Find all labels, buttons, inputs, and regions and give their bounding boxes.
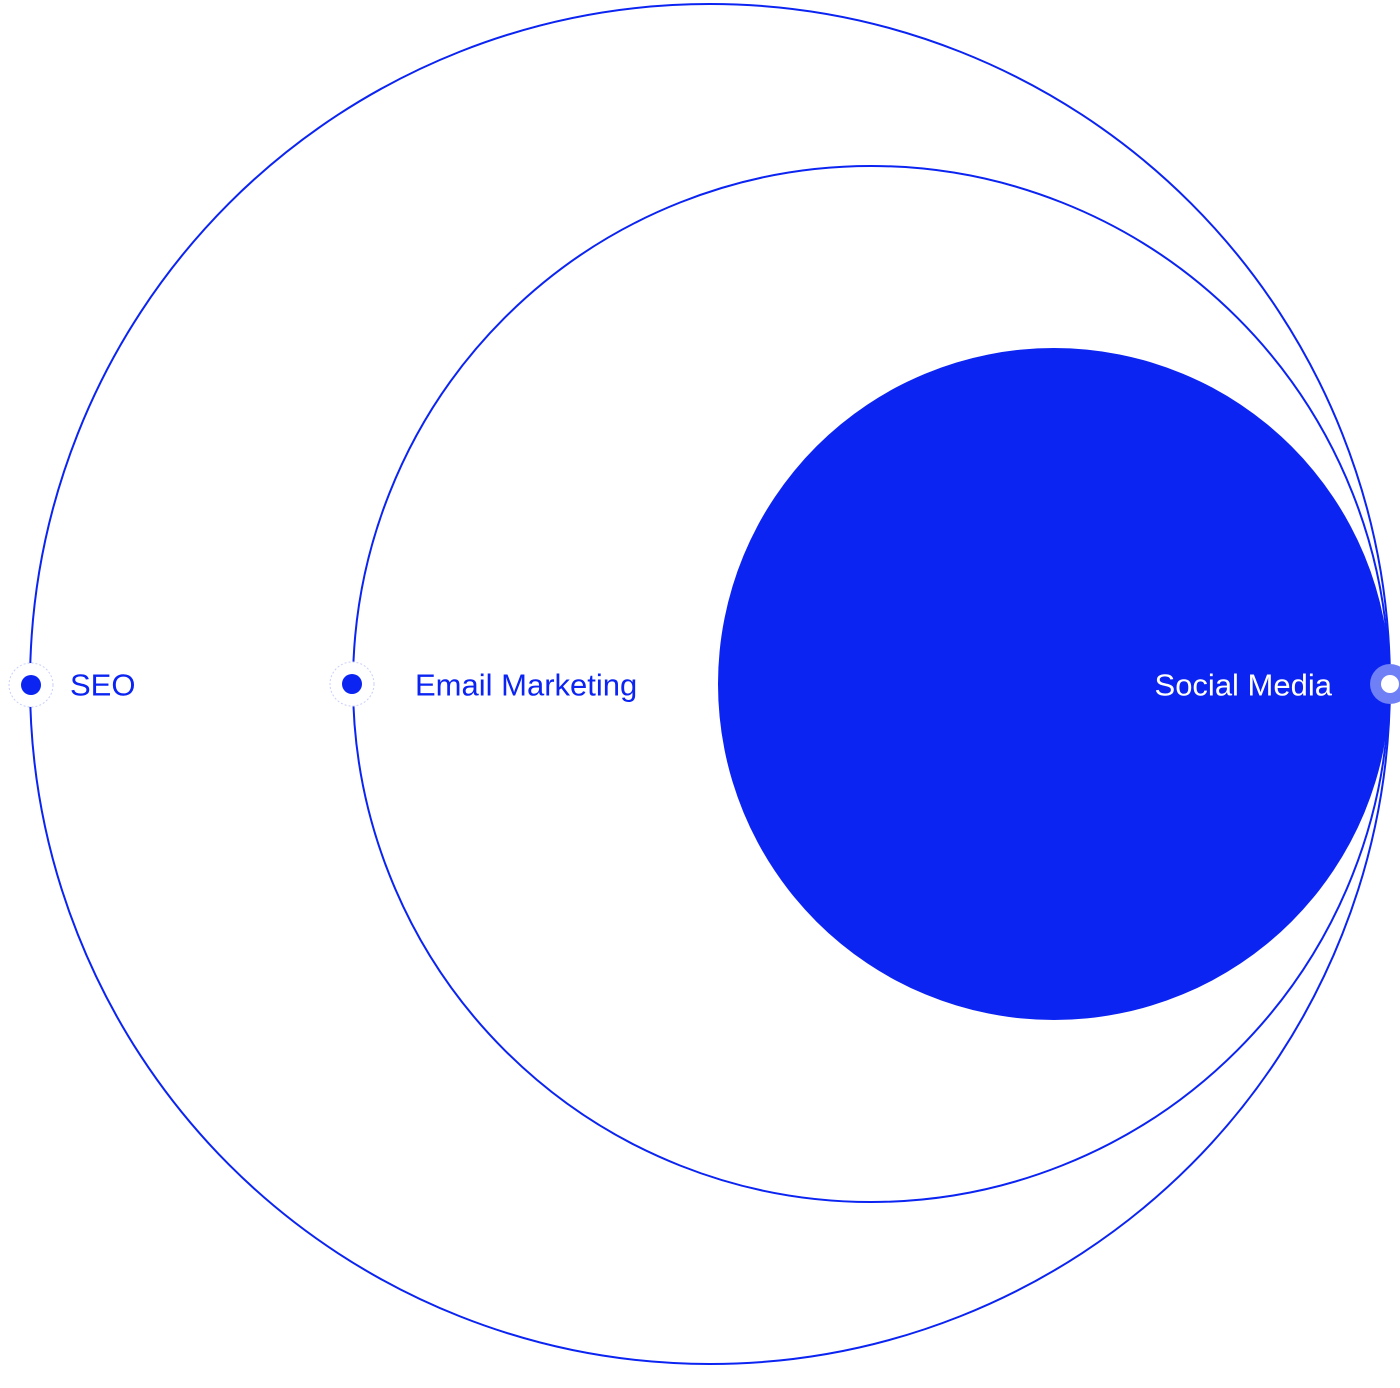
seo-label: SEO xyxy=(70,668,135,703)
social-media-marker-dot[interactable] xyxy=(1381,675,1399,693)
social-media-circle xyxy=(718,348,1390,1020)
email-marketing-label: Email Marketing xyxy=(415,668,637,703)
social-media-group: Social Media xyxy=(718,348,1400,1020)
social-media-label: Social Media xyxy=(1155,668,1333,703)
email-marketing-marker-dot[interactable] xyxy=(342,674,362,694)
seo-marker-dot[interactable] xyxy=(21,675,41,695)
